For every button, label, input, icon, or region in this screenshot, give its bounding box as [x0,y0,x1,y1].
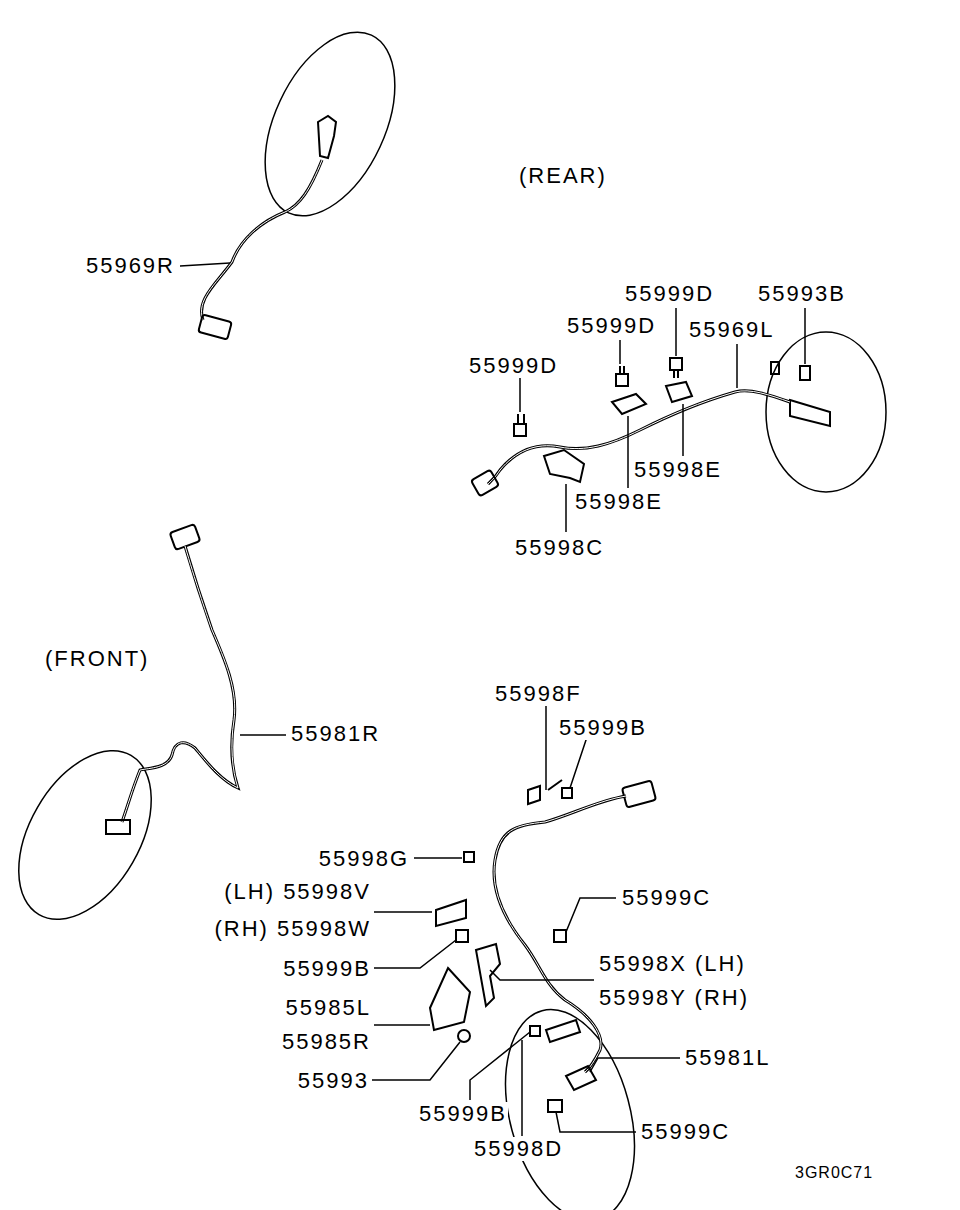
leader-line [240,734,286,736]
sensor-wire [202,160,322,320]
part-number: 55998G [318,847,410,871]
part-number: 55969R [85,254,176,278]
bracket-symbol [476,944,500,1006]
leader-line [374,1024,430,1026]
leader-line [490,970,594,980]
part-number: (RH) 55998W [214,917,372,941]
part-number: 55998D [473,1137,564,1161]
connector-symbol [198,314,232,339]
clip-symbol [771,362,779,374]
bolt-symbol [670,358,682,378]
sensor-wire [202,160,322,320]
bracket-symbol [430,968,470,1030]
part-number: 55999B [282,957,372,981]
leader-line [372,1042,460,1080]
leader-line [590,1058,680,1072]
leader-line [521,1040,523,1136]
bolt-symbol [548,1100,562,1112]
connector-symbol [471,470,499,497]
part-number: 55999C [640,1120,731,1144]
leader-line [180,263,230,266]
view-label: (FRONT) [44,647,150,671]
clip-symbol [800,366,810,380]
bolt-symbol [514,414,526,436]
sensor-wire [488,391,790,484]
part-number: 55998E [633,458,723,482]
part-number: 55999B [418,1102,508,1126]
view-label: (REAR) [518,164,608,188]
drawing-code: 3GR0C71 [794,1164,874,1182]
sensor-symbol [790,400,830,426]
part-number: 55993B [757,282,847,306]
leader-line [736,344,738,388]
bolt-symbol [530,1026,540,1036]
part-number: 55993 [297,1069,370,1093]
leader-line [682,404,684,456]
leader-line [374,940,456,968]
leader-line [519,378,521,412]
wheel-outline [239,12,422,236]
part-number: 55981L [684,1046,771,1070]
part-number: 55999D [624,282,715,306]
part-number: 55998Y (RH) [598,986,750,1010]
sensor-wire [488,391,790,484]
connector-symbol [622,780,656,807]
leader-line [556,1112,636,1132]
bolt-symbol [456,930,468,942]
bracket-symbol [544,450,584,482]
leader-line [470,1032,530,1100]
sensor-wire [494,796,626,1072]
part-number: 55998F [494,682,583,706]
leader-line [414,857,462,859]
part-number: 55998E [574,490,664,514]
part-number: 55998X (LH) [598,952,747,976]
clip-symbol [464,852,474,862]
bolt-symbol [554,930,566,942]
bracket-symbol [436,900,466,926]
part-number: 55999D [566,314,657,338]
sensor-wire [122,546,238,822]
bolt-symbol [562,788,572,798]
leader-line [619,340,621,364]
part-number: 55981R [290,722,381,746]
leader-line [675,308,677,356]
part-number: 55999D [468,354,559,378]
part-number: 55999C [621,886,712,910]
clip-symbol [528,780,562,804]
bracket-symbol [546,1020,580,1042]
part-number: 55969L [688,318,775,342]
part-number: 55999B [558,716,648,740]
leader-line [627,416,629,488]
bracket-symbol [666,382,692,402]
part-number: (LH) 55998V [223,880,372,904]
wheel-outline [0,728,179,942]
bracket-symbol [612,394,646,414]
sensor-wire [122,546,238,822]
wheel-outline [766,332,886,492]
sensor-symbol [318,116,336,158]
nut-symbol [458,1030,470,1042]
part-number: 55985R [281,1030,372,1054]
sensor-symbol [106,820,130,834]
part-number: 55985L [285,996,372,1020]
wheel-outline [484,995,656,1210]
part-number: 55998C [514,536,605,560]
sensor-wire [494,796,626,1072]
leader-line [804,308,806,364]
leader-line [566,898,616,932]
leader-line [374,911,432,913]
bolt-symbol [616,366,628,386]
leader-line [565,484,567,532]
